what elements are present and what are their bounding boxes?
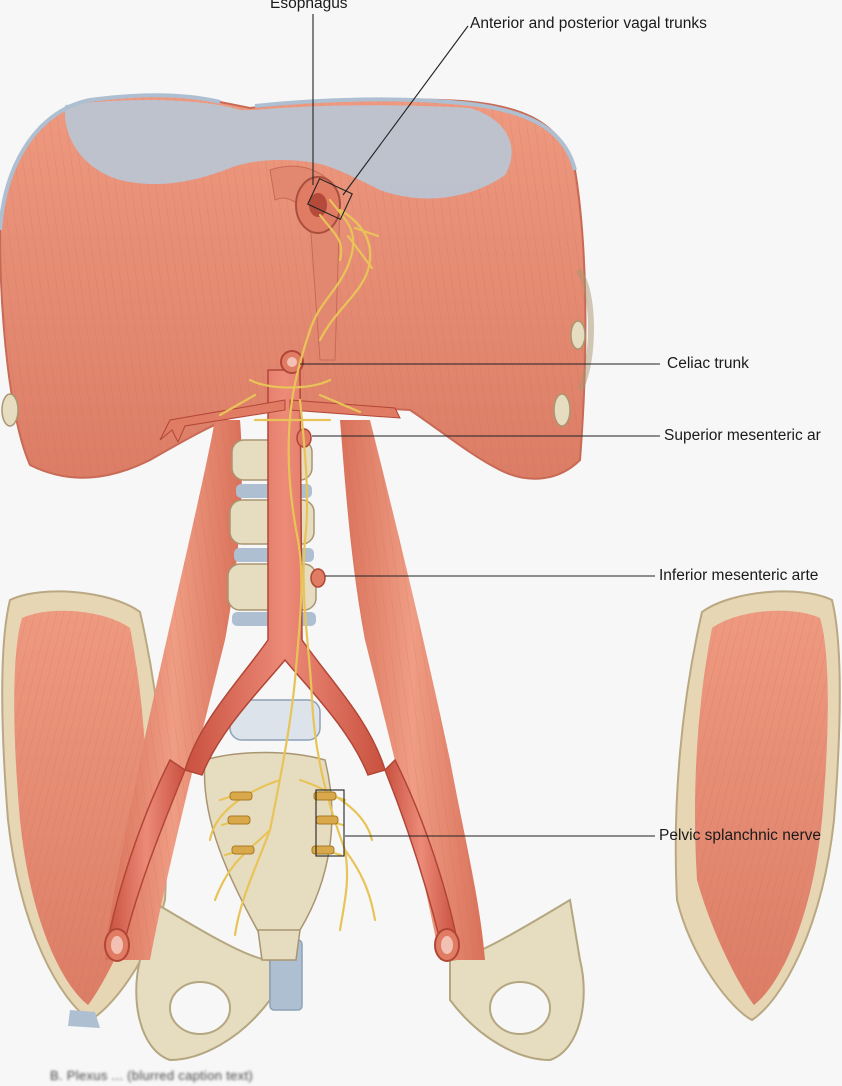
label-vagal-trunks: Anterior and posterior vagal trunks (470, 15, 707, 32)
figure-caption: B. Plexus ... (blurred caption text) (50, 1068, 253, 1083)
label-celiac-trunk: Celiac trunk (667, 355, 749, 372)
label-pelvic-splanchnic: Pelvic splanchnic nerve (659, 827, 821, 844)
label-esophagus: Esophagus (270, 0, 348, 12)
iliacus-right (478, 590, 841, 1028)
label-superior-mesenteric: Superior mesenteric ar (664, 427, 821, 444)
box-pelvic (315, 789, 345, 857)
pelvis (135, 898, 585, 1062)
box-vagal (307, 177, 353, 221)
nerves (208, 198, 380, 937)
label-inferior-mesenteric: Inferior mesenteric arte (659, 567, 819, 584)
diaphragm (0, 93, 594, 480)
psoas (105, 420, 485, 960)
aorta (104, 350, 460, 962)
leader-lines (300, 14, 660, 857)
leader-vagal (342, 25, 469, 196)
